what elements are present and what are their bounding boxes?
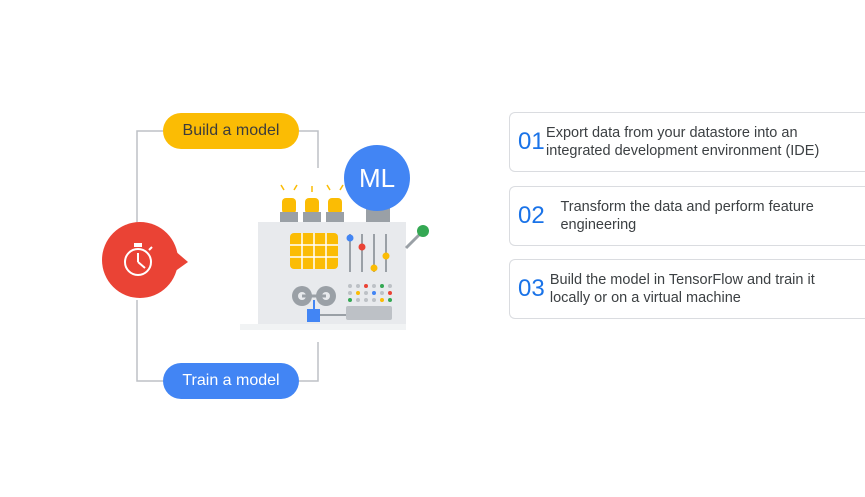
step-card-2: 02 Transform the data and perform featur…: [509, 186, 865, 246]
step-card-1: 01 Export data from your datastore into …: [509, 112, 865, 172]
step-description: Build the model in TensorFlow and train …: [549, 272, 815, 306]
build-model-pill: Build a model: [163, 113, 299, 149]
stopwatch-icon: [102, 222, 188, 298]
step-number: 03: [518, 275, 545, 302]
loop-connector: [136, 130, 319, 382]
slider-controls: [346, 234, 390, 272]
gear-icons: [292, 286, 346, 322]
step-description: Export data from your datastore into an …: [546, 125, 820, 159]
ml-badge-label: ML: [359, 163, 395, 193]
step-number: 02: [518, 202, 545, 229]
step-description: Transform the data and perform feature e…: [560, 199, 814, 233]
train-model-pill: Train a model: [163, 363, 299, 399]
diagram-graphics: ML: [102, 130, 429, 382]
build-model-label: Build a model: [182, 122, 280, 139]
indicator-lights: [348, 284, 392, 302]
ml-workflow-diagram: ML Build a model Train a model: [102, 113, 429, 399]
step-card-3: 03 Build the model in TensorFlow and tra…: [509, 259, 865, 319]
train-model-label: Train a model: [182, 372, 280, 389]
bulb-icons: [280, 184, 344, 222]
step-number: 01: [518, 128, 545, 155]
ml-machine-illustration: [240, 145, 429, 330]
